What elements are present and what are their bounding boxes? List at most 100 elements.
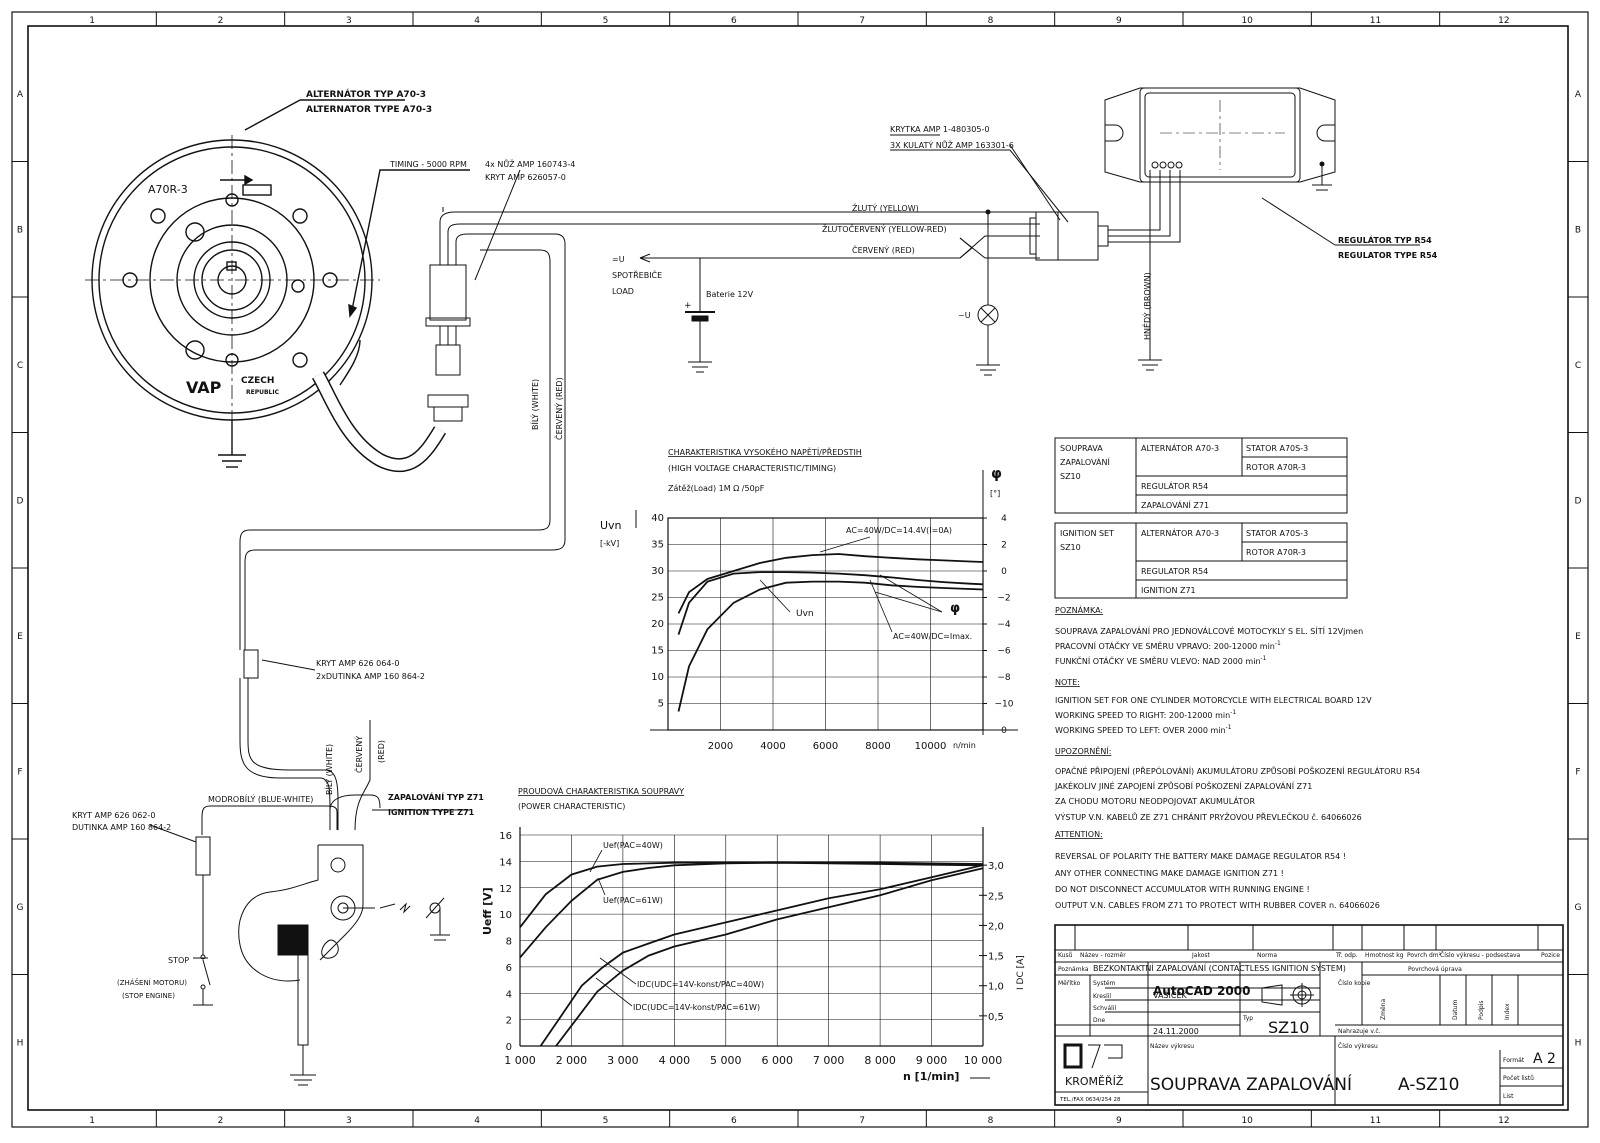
chart1-series-line — [677, 571, 984, 635]
tcz-stator: STATOR A70S-3 — [1246, 444, 1308, 453]
chart1-ann2: Uvn — [796, 609, 814, 619]
grid-row-label: D — [17, 496, 24, 506]
note-line: WORKING SPEED TO LEFT: OVER 2000 min-1 — [1055, 724, 1232, 735]
parts-tables — [1054, 437, 1348, 599]
tb-zmena: Změna — [1380, 999, 1387, 1020]
chart1-series-line — [677, 553, 984, 614]
tb-poznamka-label: Poznámka — [1058, 966, 1089, 973]
chart1-leader — [759, 579, 791, 613]
grid-row-label: E — [1575, 632, 1581, 642]
ten-stator: STATOR A70S-3 — [1246, 529, 1308, 538]
connector2-line2: 2xDUTINKA AMP 160 864-2 — [316, 672, 425, 681]
connector1-line1: 4x NŮŽ AMP 160743-4 — [485, 158, 575, 169]
chart1-ytick: 10 — [651, 672, 664, 683]
stop-label: STOP — [168, 956, 189, 965]
chart1-ann1: AC=40W/DC=14.4V(I=0A) — [846, 526, 952, 535]
grid-col-label: 1 — [89, 1116, 95, 1126]
tb-podpis: Podpis — [1478, 1001, 1485, 1021]
wire-yellow-red: ŽLUTOČERVENÝ (YELLOW-RED) — [822, 223, 947, 234]
chart1-ytick: 20 — [651, 619, 664, 630]
tb-hdr: Název - rozměr — [1080, 952, 1126, 959]
tb-dne-label: Dne — [1093, 1017, 1105, 1024]
tb-pocet-label: Počet listů — [1503, 1075, 1534, 1082]
tb-hdr: Kusů — [1058, 952, 1073, 959]
grid-row-label: H — [1575, 1038, 1582, 1048]
wire-red2: ČERVENÝ — [353, 736, 364, 773]
chart2-title1: PROUDOVÁ CHARAKTERISTIKA SOUPRAVY — [518, 785, 684, 796]
upoz-heading: UPOZORNĚNÍ: — [1055, 745, 1111, 756]
chart2-y2tick: 1,0 — [988, 982, 1004, 993]
tb-typ: SZ10 — [1268, 1018, 1309, 1037]
chart2-y2tick: 1,5 — [988, 952, 1004, 963]
chart1-xtick: 10000 — [915, 741, 947, 752]
tb-datum: Datum — [1452, 1000, 1459, 1020]
chart2-xtick: 7 000 — [813, 1054, 845, 1067]
connector3-line1: KRYT AMP 626 062-0 — [72, 811, 155, 820]
tcz-alt: ALTERNÁTOR A70-3 — [1141, 442, 1219, 453]
grid-row-label: F — [1575, 767, 1580, 777]
notes: POZNÁMKA: SOUPRAVA ZAPALOVÁNÍ PRO JEDNOV… — [1054, 604, 1420, 910]
grid-row-label: G — [17, 903, 24, 913]
chart1-ann3: φ — [950, 601, 960, 616]
tb-typ-label: Typ — [1242, 1015, 1253, 1022]
chart2-xtick: 5 000 — [710, 1054, 742, 1067]
grid-col-label: 7 — [859, 16, 865, 26]
chart1-ytick: 30 — [651, 566, 664, 577]
rotor-label: A70R-3 — [148, 183, 188, 196]
tb-nazev: SOUPRAVA ZAPALOVÁNÍ — [1150, 1073, 1352, 1095]
chart1-ytick: 5 — [658, 699, 664, 710]
attention-line: REVERSAL OF POLARITY THE BATTERY MAKE DA… — [1055, 852, 1346, 861]
tb-cislo-vykresu: A-SZ10 — [1398, 1075, 1459, 1095]
regulator-title-cz: REGULÁTOR TYP R54 — [1338, 234, 1432, 245]
load-en: LOAD — [612, 287, 634, 296]
tb-cislo-vykresu-label: Číslo výkresu — [1338, 1043, 1378, 1050]
wire-red2b: (RED) — [377, 740, 386, 763]
tb-meritko: Měřítko — [1058, 980, 1081, 987]
chart2-y2tick: 2,0 — [988, 921, 1004, 932]
chart2-xtick: 2 000 — [556, 1054, 588, 1067]
chart2-leader — [595, 977, 633, 1007]
chart2-y2tick: 0,5 — [988, 1012, 1004, 1023]
tb-hdr: Tř. odp. — [1335, 952, 1358, 959]
ten-rotor: ROTOR A70R-3 — [1246, 548, 1306, 557]
grid-col-label: 7 — [859, 1116, 865, 1126]
regulator-title-en: REGULATOR TYPE R54 — [1338, 251, 1438, 260]
title-block-text: Kusů Název - rozměr Jakost Norma Tř. odp… — [1058, 952, 1560, 1103]
lamp-ac-label: ~U — [958, 311, 971, 320]
inner-frame — [27, 25, 1569, 1111]
ten-ign: IGNITION Z71 — [1141, 586, 1196, 595]
grid-col-label: 2 — [218, 1116, 224, 1126]
note-line: IGNITION SET FOR ONE CYLINDER MOTORCYCLE… — [1055, 696, 1372, 705]
tb-list-label: List — [1503, 1093, 1514, 1100]
grid-row-label: B — [1575, 225, 1581, 235]
attention-line: DO NOT DISCONNECT ACCUMULATOR WITH RUNNI… — [1055, 885, 1310, 894]
poznamka-heading: POZNÁMKA: — [1055, 604, 1103, 615]
connector2-line1: KRYT AMP 626 064-0 — [316, 659, 399, 668]
chart2-ytick: 2 — [506, 1016, 512, 1027]
chart2-ytick: 12 — [499, 884, 512, 895]
grid-col-label: 12 — [1498, 1116, 1509, 1126]
outer-frame — [11, 11, 1589, 1128]
tb-format: A 2 — [1533, 1051, 1556, 1067]
chart2-ylabel: Ueff [V] — [481, 887, 494, 935]
stop-en: (STOP ENGINE) — [122, 992, 175, 1000]
chart2-ann1: Uef(PAC=40W) — [603, 841, 663, 850]
grid-row-label: A — [1575, 90, 1582, 100]
chart1-leader — [879, 574, 943, 613]
chart1-xtick: 2000 — [708, 741, 733, 752]
chart2-xtick: 9 000 — [916, 1054, 948, 1067]
grid-col-label: 4 — [474, 16, 480, 26]
chart2-xtick: 1 000 — [504, 1054, 536, 1067]
vap-logo-small: VAP — [186, 378, 222, 397]
chart2-ytick: 16 — [499, 831, 512, 842]
chart1-y2tick: 0 — [1001, 726, 1007, 736]
chart1-series-line — [677, 580, 984, 712]
wire-white: BÍLÝ (WHITE) — [529, 379, 540, 430]
chart2-xtick: 8 000 — [864, 1054, 896, 1067]
attention-heading: ATTENTION: — [1055, 830, 1103, 839]
attention-line: OUTPUT V.N. CABLES FROM Z71 TO PROTECT W… — [1055, 901, 1380, 910]
tb-kreslil-label: Kreslil — [1093, 993, 1111, 1000]
tb-povrchova: Povrchová úprava — [1408, 966, 1462, 973]
